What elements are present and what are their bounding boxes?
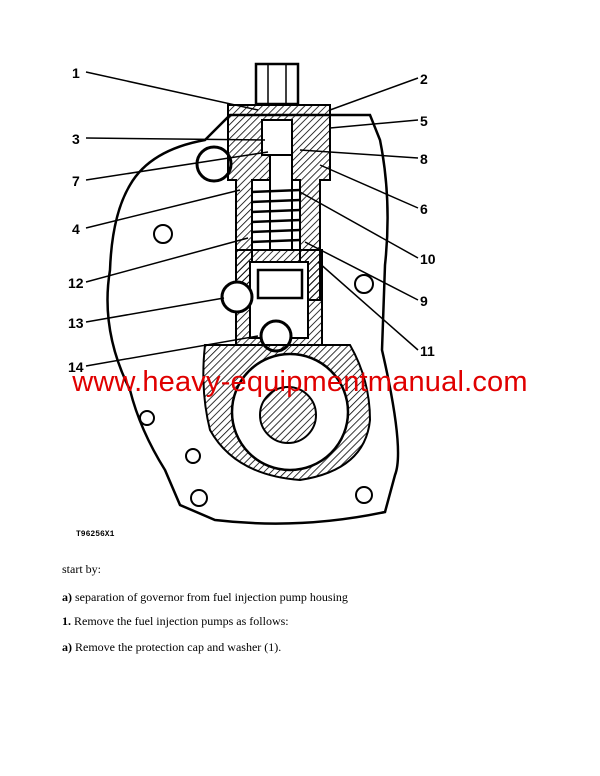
step-text: Remove the fuel injection pumps as follo… [74,614,289,628]
mount-hole [153,224,173,244]
step-a-separation: a) separation of governor from fuel inje… [62,590,348,605]
pump-diagram: 1 2 3 5 7 8 6 4 10 12 9 13 11 14 T96256X… [68,62,436,539]
roller-port [220,280,254,314]
callout-8: 8 [420,151,428,167]
figure-id: T96256X1 [76,530,115,539]
mount-hole [185,448,201,464]
callout-4: 4 [72,221,80,237]
callout-6: 6 [420,201,428,217]
callout-14: 14 [68,359,84,375]
watermark-url: www.heavy-equipmentmanual.com [72,366,528,398]
step-text: Remove the protection cap and washer (1)… [75,640,282,654]
leader-lines [85,71,419,367]
callout-12: 12 [68,275,84,291]
plunger-spring [251,188,301,244]
mount-hole [139,410,155,426]
callout-1: 1 [72,65,80,81]
step-a-remove-cap: a) Remove the protection cap and washer … [62,640,281,655]
mount-hole [355,486,373,504]
callout-3: 3 [72,131,80,147]
mount-hole [354,274,374,294]
start-by-line: start by: [62,562,101,576]
callout-5: 5 [420,113,428,129]
step-1-remove-pumps: 1. Remove the fuel injection pumps as fo… [62,614,289,629]
fuel-port [195,145,233,183]
step-prefix: a) [62,640,72,654]
callout-2: 2 [420,71,428,87]
callout-13: 13 [68,315,84,331]
top-fitting [254,62,300,106]
mount-hole [190,489,208,507]
callout-7: 7 [72,173,80,189]
callout-9: 9 [420,293,428,309]
callout-11: 11 [420,343,435,359]
step-prefix: 1. [62,614,71,628]
step-prefix: a) [62,590,72,604]
step-text: separation of governor from fuel injecti… [75,590,348,604]
callout-10: 10 [420,251,436,267]
